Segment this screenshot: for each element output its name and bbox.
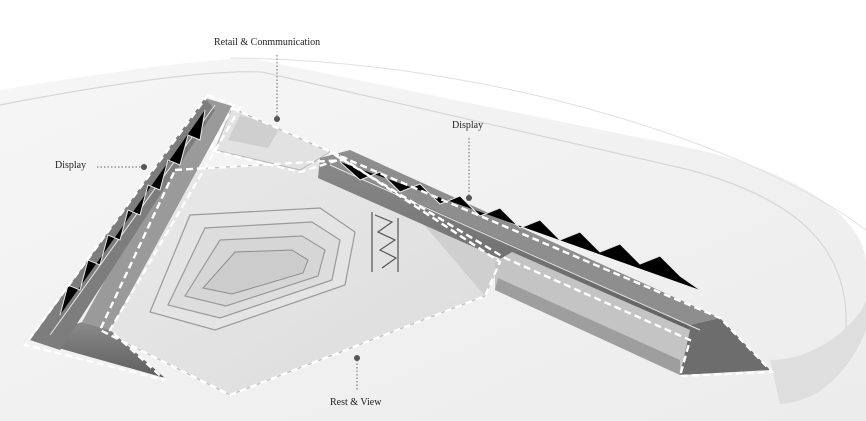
street-edge <box>229 57 866 231</box>
site-curb-right <box>770 300 866 404</box>
retail-roof <box>228 115 280 148</box>
leader-dot-rest <box>354 355 360 361</box>
outline-right-display <box>329 150 775 378</box>
outline-left-display <box>22 93 242 382</box>
zone-outlines <box>22 93 775 397</box>
left-truss-top <box>82 98 232 330</box>
label-rest-view: Rest & View <box>330 397 382 408</box>
outline-rest-view <box>98 158 502 397</box>
left-truss-bracing <box>49 104 216 336</box>
terrace-core <box>202 249 309 295</box>
lower-extension-face <box>495 278 680 375</box>
label-retail-communication: Retail & Conmmunication <box>214 37 321 48</box>
right-truss-bracing <box>329 161 701 331</box>
spiral-stair <box>371 212 399 272</box>
right-truss-top <box>320 150 720 325</box>
right-truss-end <box>680 318 770 375</box>
label-display-left: Display <box>55 160 87 171</box>
leader-dot-display-right <box>466 195 472 201</box>
label-display-right: Display <box>452 120 484 131</box>
leader-dot-retail <box>274 116 280 122</box>
plaza-shadow <box>345 160 500 296</box>
leader-lines <box>97 55 470 390</box>
leader-dot-display-left <box>141 164 147 170</box>
leader-dots <box>141 116 472 361</box>
outline-retail <box>208 106 349 174</box>
